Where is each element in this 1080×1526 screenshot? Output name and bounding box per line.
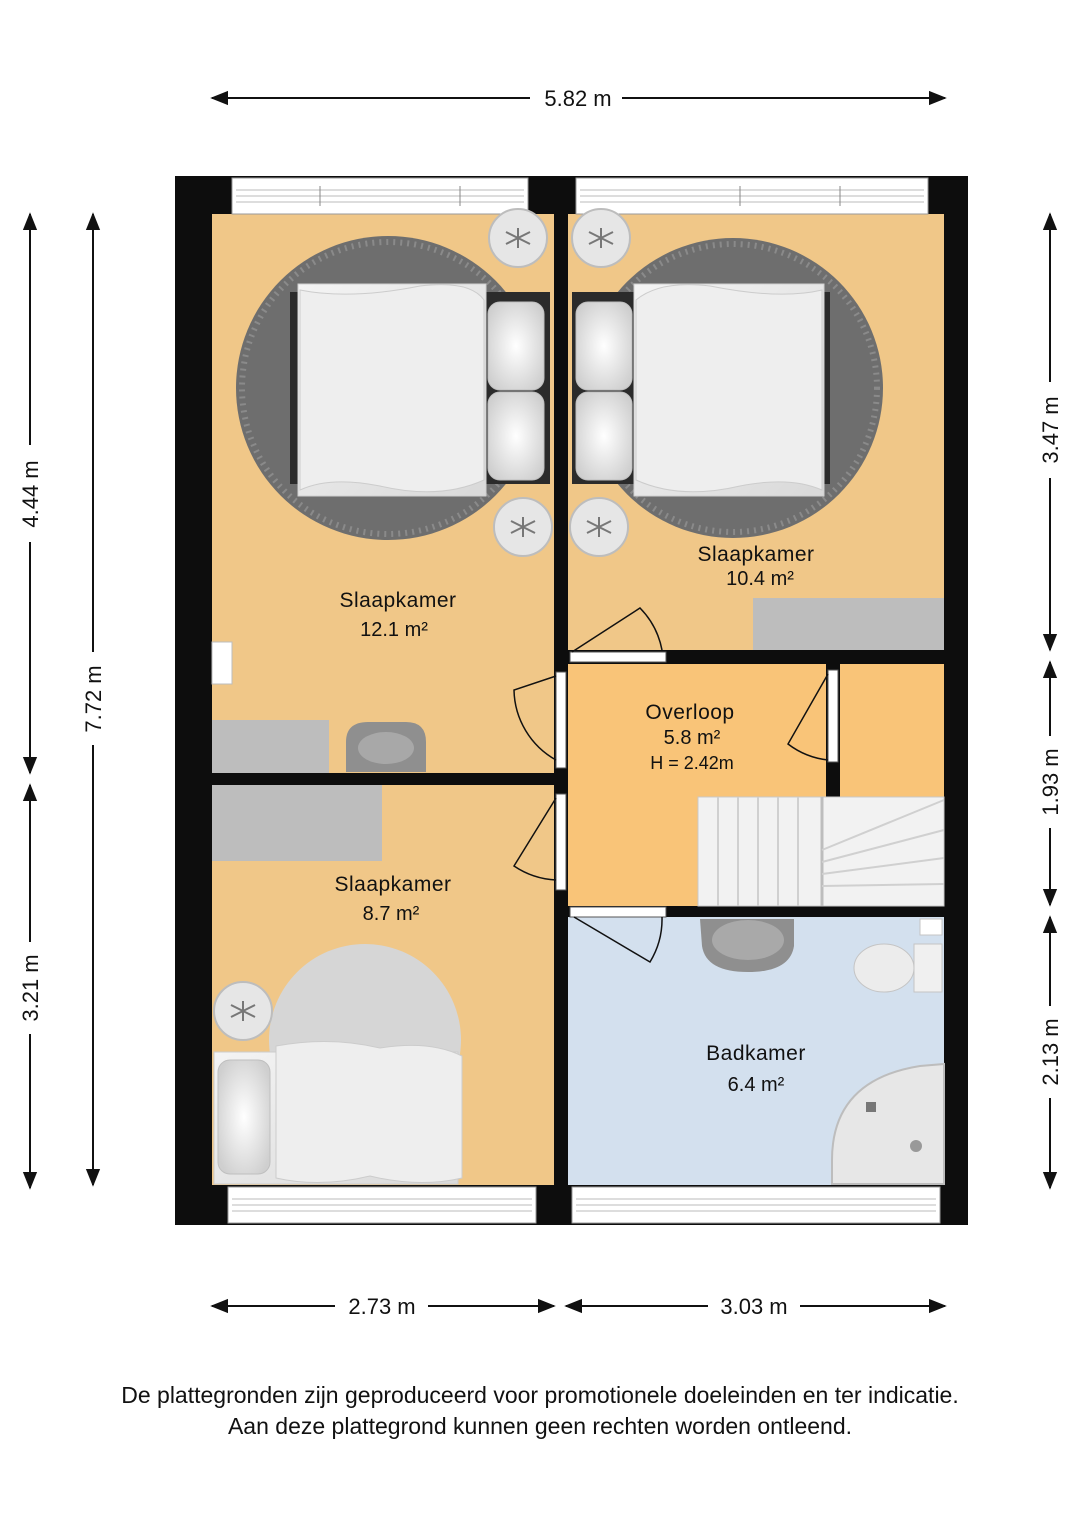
bedroom-large-area: 12.1 m² [360,619,428,641]
dimension-bottom-left: 2.73 m [210,1294,556,1319]
disclaimer: De plattegronden zijn geproduceerd voor … [0,1380,1080,1442]
rug-right-bedroom-mask [556,214,568,554]
staircase [697,796,945,907]
dimension-top: 5.82 m [210,86,947,111]
landing-name: Overloop [645,701,734,724]
bedroom-small-name: Slaapkamer [334,873,451,896]
disclaimer-line-1: De plattegronden zijn geproduceerd voor … [121,1382,959,1408]
bedroom-right-area: 10.4 m² [726,568,794,590]
bed-small-bedroom [213,1040,463,1185]
window-top-left [231,177,529,215]
dimension-left-lower-label: 3.21 m [18,954,43,1021]
bed-large-bedroom [290,283,550,497]
door-large-bedroom [513,671,567,769]
window-bottom-left [227,1186,537,1224]
dimension-right-upper: 3.47 m [1038,212,1063,652]
door-small-bedroom [512,793,567,891]
wall-radiator-large-bedroom [211,641,233,685]
bedroom-large-name: Slaapkamer [339,589,456,612]
toilet [853,943,943,993]
dimension-top-label: 5.82 m [544,86,611,111]
landing-area: 5.8 m² [664,727,721,749]
nightstand-lamp-top-right [571,208,631,268]
dimension-right-lower-label: 2.13 m [1038,1018,1063,1085]
bathroom-shelf [919,918,943,936]
bathroom-area: 6.4 m² [728,1074,785,1096]
dimension-bottom-left-label: 2.73 m [348,1294,415,1319]
dimension-left-upper-label: 4.44 m [18,460,43,527]
nightstand-lamp-bottom-left [493,497,553,557]
nightstand-lamp-bottom-right [569,497,629,557]
dimension-bottom-right-label: 3.03 m [720,1294,787,1319]
dimension-right-upper-label: 3.47 m [1038,396,1063,463]
nightstand-lamp-small-bedroom [213,981,273,1041]
desk-small-bedroom [212,785,382,861]
desk-large-bedroom [212,720,329,773]
nightstand-lamp-top-left [488,208,548,268]
disclaimer-line-2: Aan deze plattegrond kunnen geen rechten… [227,1413,853,1439]
dimension-left-total: 7.72 m [81,212,106,1187]
dimension-right-middle-label: 1.93 m [1038,748,1063,815]
window-bottom-right [571,1186,941,1224]
shower [831,1062,945,1185]
door-right-bedroom [569,607,667,663]
rug-right-bedroom-texture [586,241,880,535]
bed-right-bedroom [572,283,830,497]
window-top-right [575,177,929,215]
dimension-right-lower: 2.13 m [1038,915,1063,1190]
bedroom-small-area: 8.7 m² [363,903,420,925]
landing-height: H = 2.42m [650,753,734,773]
door-closet [787,669,839,763]
bedroom-right-name: Slaapkamer [697,543,814,566]
dimension-bottom-right: 3.03 m [564,1294,947,1319]
closet-floor [840,664,944,797]
bathroom-sink [700,919,794,972]
dimension-left-upper: 4.44 m [18,212,43,775]
chair-large-bedroom [346,722,426,772]
door-bathroom [569,906,667,964]
bathroom-name: Badkamer [706,1042,806,1065]
dimension-right-middle: 1.93 m [1038,660,1063,907]
desk-right-bedroom [753,598,944,650]
landing-floor-stairwell [568,786,698,906]
dimension-left-lower: 3.21 m [18,783,43,1190]
dimension-left-total-label: 7.72 m [81,665,106,732]
